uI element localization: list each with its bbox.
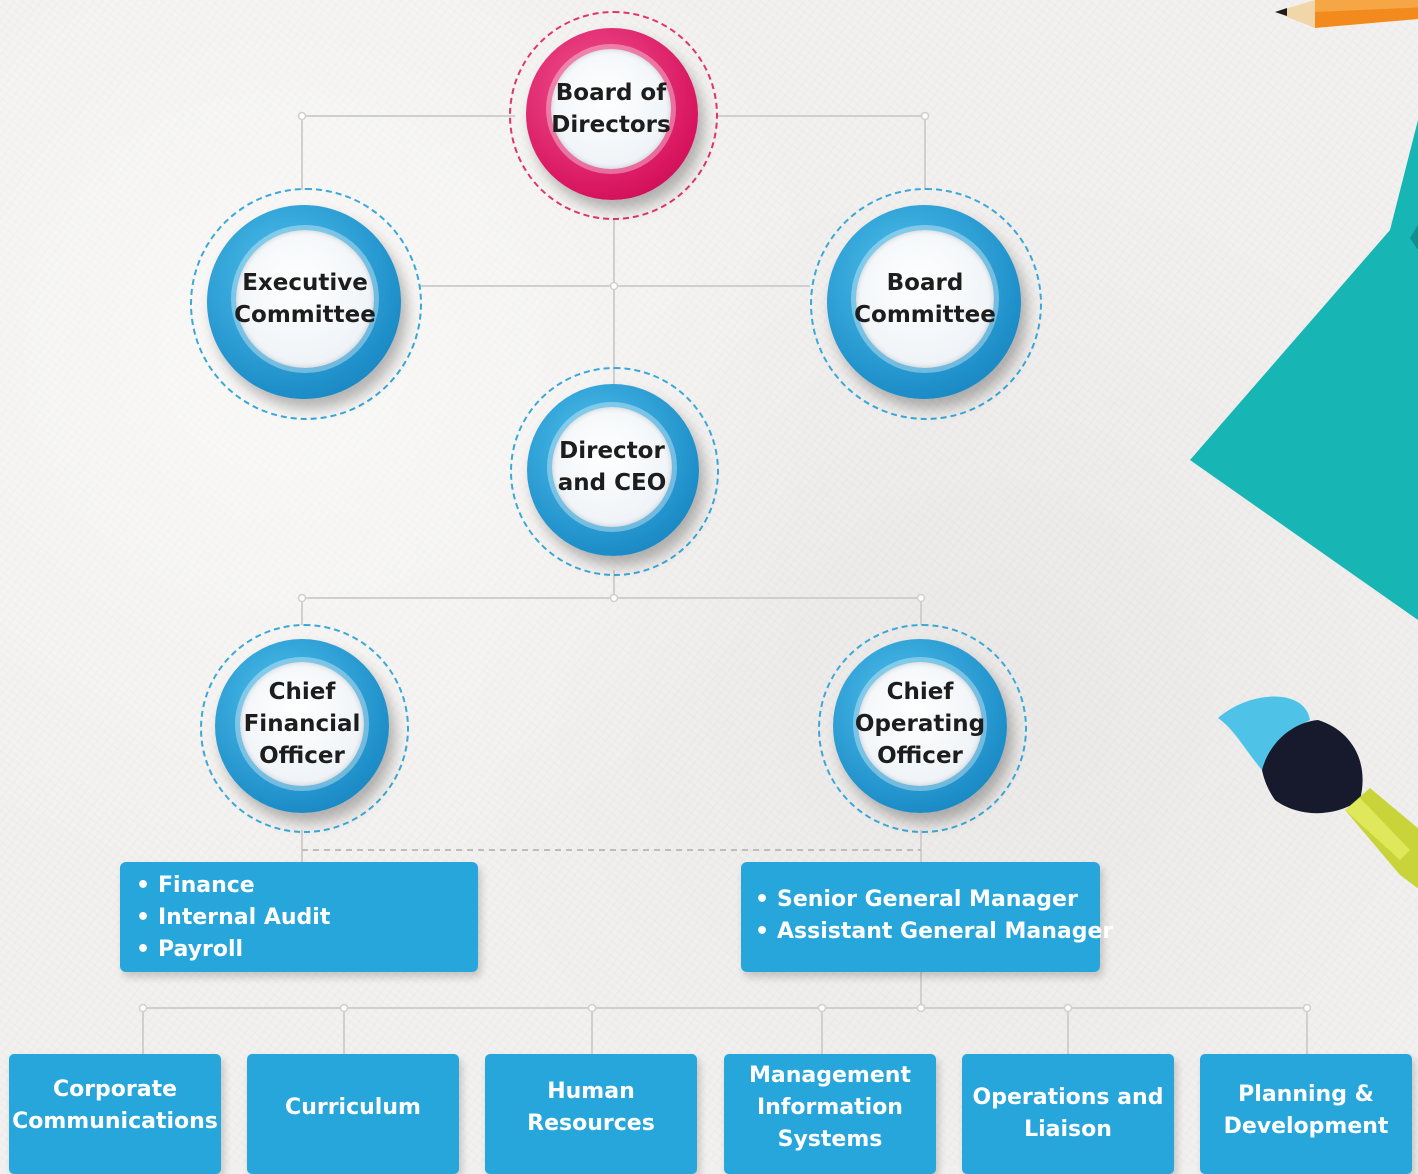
director-ceo-node: Director and CEO xyxy=(510,367,720,577)
coo-node: Chief Operating Officer xyxy=(818,624,1028,834)
board-of-directors-label: Board of Directors xyxy=(551,80,671,138)
cfo-function-item: •Internal Audit xyxy=(136,905,331,930)
department-planning-development: Planning & Development xyxy=(1200,1054,1412,1174)
cfo-functions-box: •Finance •Internal Audit •Payroll xyxy=(120,862,478,972)
coo-function-item: •Assistant General Manager xyxy=(755,919,1114,944)
cfo-label: Chief Financial Officer xyxy=(243,679,361,769)
department-human-resources: Human Resources xyxy=(485,1054,697,1174)
paintbrush-decoration xyxy=(1218,696,1418,889)
executive-committee-node: Executive Committee xyxy=(190,188,425,423)
department-corporate-communications: Corporate Communications xyxy=(9,1054,221,1174)
department-label: Curriculum xyxy=(285,1095,421,1120)
cfo-node: Chief Financial Officer xyxy=(200,624,410,834)
department-label: Management Information Systems xyxy=(749,1063,911,1152)
department-label: Corporate Communications xyxy=(12,1077,218,1134)
pencil-decoration xyxy=(1275,0,1418,28)
department-operations-and-liaison: Operations and Liaison xyxy=(962,1054,1174,1174)
coo-function-item: •Senior General Manager xyxy=(755,887,1078,912)
board-of-directors-node: Board of Directors xyxy=(509,11,719,221)
cfo-function-item: •Payroll xyxy=(136,937,244,962)
department-label: Planning & Development xyxy=(1223,1082,1389,1139)
executive-committee-label: Executive Committee xyxy=(234,270,376,328)
cfo-function-item: •Finance xyxy=(136,873,255,898)
coo-label: Chief Operating Officer xyxy=(854,679,986,769)
board-committee-node: Board Committee xyxy=(810,188,1045,423)
coo-functions-box: •Senior General Manager •Assistant Gener… xyxy=(741,862,1114,972)
department-label: Human Resources xyxy=(527,1079,655,1136)
director-ceo-label: Director and CEO xyxy=(557,438,667,496)
department-management-information-systems: Management Information Systems xyxy=(724,1054,936,1174)
board-committee-label: Board Committee xyxy=(854,270,996,328)
department-label: Operations and Liaison xyxy=(972,1085,1164,1142)
department-curriculum: Curriculum xyxy=(247,1054,459,1174)
